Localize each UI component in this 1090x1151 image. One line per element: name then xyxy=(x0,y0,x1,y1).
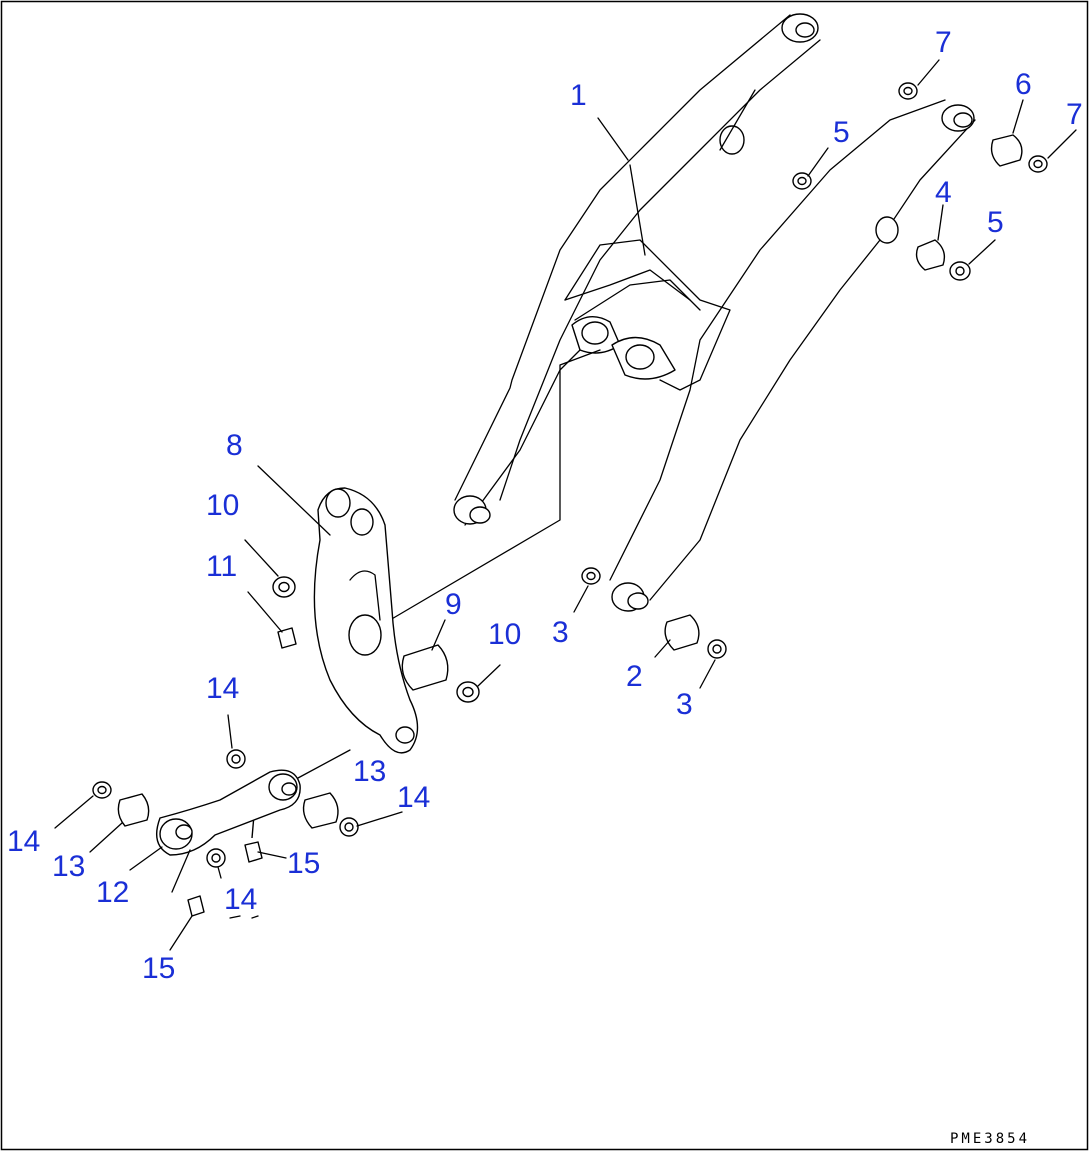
callout-10: 10 xyxy=(488,618,521,651)
callout-15: 15 xyxy=(142,952,175,985)
callout-3: 3 xyxy=(552,616,569,649)
drawing-code: PME3854 xyxy=(950,1131,1030,1147)
boom-assembly xyxy=(389,13,976,621)
callout-13: 13 xyxy=(353,755,386,788)
callout-7: 7 xyxy=(1066,98,1083,131)
part-13b-bushing xyxy=(302,792,339,829)
callout-14: 14 xyxy=(224,883,257,916)
part-13a-bushing xyxy=(117,793,150,827)
callout-14: 14 xyxy=(397,781,430,814)
callout-1: 1 xyxy=(570,79,587,112)
callout-3: 3 xyxy=(676,688,693,721)
callout-7: 7 xyxy=(935,26,952,59)
callout-5: 5 xyxy=(987,206,1004,239)
callout-labels: 1 7 6 7 5 4 5 8 10 11 9 10 3 2 3 14 13 1… xyxy=(7,26,1083,985)
leader-lines xyxy=(54,59,1077,951)
hardware-group xyxy=(92,82,1048,917)
callout-2: 2 xyxy=(626,660,643,693)
part-9-bushing xyxy=(401,644,449,691)
callout-5: 5 xyxy=(833,116,850,149)
part-6-bushing xyxy=(990,134,1023,167)
callout-6: 6 xyxy=(1015,68,1032,101)
part-11-fitting xyxy=(277,627,297,649)
link xyxy=(156,769,301,856)
callout-4: 4 xyxy=(935,176,952,209)
part-2-bushing xyxy=(664,614,700,651)
part-15b-grease-fitting xyxy=(187,895,205,917)
callout-15: 15 xyxy=(287,847,320,880)
callout-14: 14 xyxy=(7,825,40,858)
callout-10: 10 xyxy=(206,489,239,522)
callout-11: 11 xyxy=(206,550,237,583)
callout-13: 13 xyxy=(52,850,85,883)
bellcrank xyxy=(313,487,419,754)
callout-9: 9 xyxy=(445,588,462,621)
callout-12: 12 xyxy=(96,876,129,909)
part-4-bushing xyxy=(915,239,946,271)
callout-14: 14 xyxy=(206,672,239,705)
callout-8: 8 xyxy=(226,429,243,462)
